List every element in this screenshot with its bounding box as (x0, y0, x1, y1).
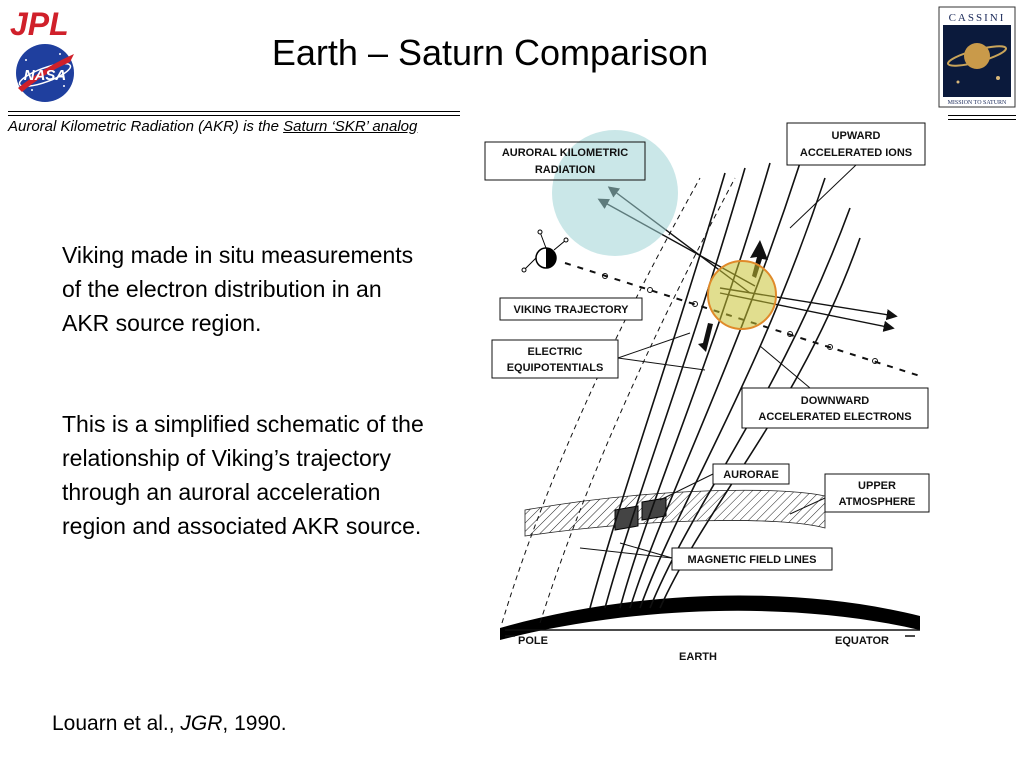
header-rule-right-1 (948, 115, 1016, 116)
svg-text:EQUIPOTENTIALS: EQUIPOTENTIALS (507, 362, 604, 374)
page-title: Earth – Saturn Comparison (271, 32, 709, 73)
citation-authors: Louarn et al., (52, 712, 181, 735)
label-viking-trajectory: VIKING TRAJECTORY (499, 297, 643, 321)
body-paragraph-1: Viking made in situ measurements of the … (62, 242, 414, 336)
earth-surface (500, 595, 920, 640)
subtitle: Auroral Kilometric Radiation (AKR) is th… (8, 118, 417, 135)
svg-text:ELECTRIC: ELECTRIC (528, 346, 583, 358)
svg-text:UPWARD: UPWARD (832, 130, 881, 142)
subtitle-text: Auroral Kilometric Radiation (AKR) is th… (8, 118, 284, 135)
svg-text:AURORAL KILOMETRIC: AURORAL KILOMETRIC (502, 147, 628, 159)
svg-text:ACCELERATED IONS: ACCELERATED IONS (800, 147, 912, 159)
aurora-patch-2 (641, 497, 667, 521)
cassini-logo-text: CASSINI (949, 12, 1006, 24)
nasa-logo: NASA (16, 44, 74, 102)
upper-atmosphere-band (524, 489, 826, 537)
citation-journal: JGR (180, 712, 223, 735)
header-rule-left-1 (8, 111, 460, 112)
label-magnetic-field-lines: MAGNETIC FIELD LINES (579, 542, 833, 571)
cassini-caption: MISSION TO SATURN (948, 100, 1007, 106)
downward-arrow-icon (698, 323, 713, 352)
svg-text:DOWNWARD: DOWNWARD (801, 395, 869, 407)
header-rule-left-2 (8, 115, 460, 116)
jpl-logo-text: JPL (10, 6, 69, 40)
akr-schematic-diagram: AURORAL KILOMETRIC RADIATION UPWARD ACCE… (484, 122, 930, 663)
svg-text:UPPER: UPPER (858, 480, 896, 492)
label-upper-atmosphere: UPPER ATMOSPHERE (789, 473, 930, 515)
akr-highlight-circle (552, 130, 678, 256)
akr-source-highlight (707, 260, 777, 330)
svg-text:VIKING TRAJECTORY: VIKING TRAJECTORY (514, 304, 630, 316)
magnetic-field-lines-dashed (501, 177, 736, 624)
label-pole: POLE (518, 635, 548, 647)
magnetic-field-lines-solid (589, 162, 861, 609)
svg-text:AURORAE: AURORAE (723, 469, 779, 481)
label-aurorae: AURORAE (659, 463, 790, 501)
viking-spacecraft-icon (521, 229, 569, 273)
subtitle-link[interactable]: Saturn ‘SKR’ analog (283, 118, 418, 135)
body-paragraph-2: This is a simplified schematic of the re… (62, 411, 424, 539)
citation-year: , 1990. (222, 712, 287, 735)
label-downward-electrons: DOWNWARD ACCELERATED ELECTRONS (741, 345, 929, 429)
label-equator: EQUATOR (835, 635, 889, 647)
citation: Louarn et al., JGR, 1990. (52, 712, 287, 736)
svg-text:RADIATION: RADIATION (535, 164, 595, 176)
cassini-logo: CASSINI MISSION TO SATURN (938, 6, 1016, 108)
svg-text:MAGNETIC FIELD LINES: MAGNETIC FIELD LINES (688, 554, 817, 566)
label-electric-equipotentials: ELECTRIC EQUIPOTENTIALS (491, 332, 706, 379)
jpl-logo: JPL (10, 6, 69, 40)
header-rule-right-2 (948, 119, 1016, 120)
label-upward-ions: UPWARD ACCELERATED IONS (786, 122, 926, 229)
label-earth: EARTH (679, 651, 717, 663)
svg-text:ATMOSPHERE: ATMOSPHERE (839, 496, 916, 508)
nasa-logo-text: NASA (24, 67, 67, 84)
svg-text:ACCELERATED ELECTRONS: ACCELERATED ELECTRONS (758, 411, 911, 423)
label-akr: AURORAL KILOMETRIC RADIATION (484, 141, 646, 181)
